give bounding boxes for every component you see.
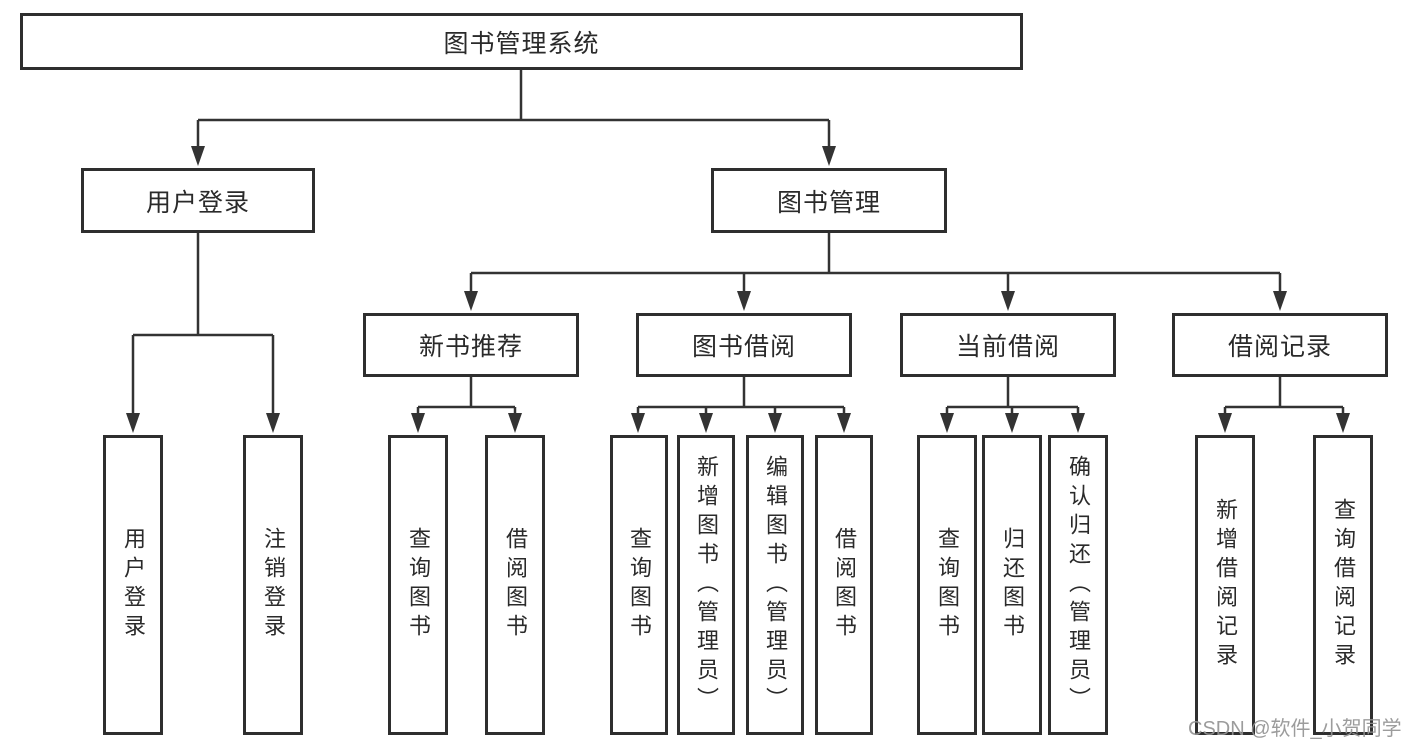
node-label: 查询图书 bbox=[935, 527, 960, 643]
node-user-login: 用户登录 bbox=[81, 168, 315, 233]
node-root-system: 图书管理系统 bbox=[20, 13, 1023, 70]
node-label: 用户登录 bbox=[145, 188, 250, 217]
leaf-query-books-borrow: 查询图书 bbox=[610, 435, 668, 735]
node-label: 确认归还（管理员） bbox=[1066, 454, 1091, 716]
leaf-return-books: 归还图书 bbox=[982, 435, 1042, 735]
node-label: 注销登录 bbox=[261, 527, 286, 643]
node-label: 查询借阅记录 bbox=[1331, 498, 1356, 672]
leaf-user-login: 用户登录 bbox=[103, 435, 163, 735]
connector-trunks bbox=[133, 70, 1343, 409]
node-label: 新增图书（管理员） bbox=[694, 454, 719, 716]
node-label: 新增借阅记录 bbox=[1213, 498, 1238, 672]
node-label: 编辑图书（管理员） bbox=[763, 454, 788, 716]
leaf-add-borrow-record: 新增借阅记录 bbox=[1195, 435, 1255, 735]
node-label: 借阅记录 bbox=[1227, 333, 1332, 361]
node-book-borrow: 图书借阅 bbox=[636, 313, 852, 377]
leaf-borrow-books: 借阅图书 bbox=[815, 435, 873, 735]
node-label: 新书推荐 bbox=[418, 333, 523, 361]
leaf-query-borrow-record: 查询借阅记录 bbox=[1313, 435, 1373, 735]
node-label: 归还图书 bbox=[1000, 527, 1025, 643]
node-label: 图书管理 bbox=[776, 188, 881, 217]
leaf-confirm-return-admin: 确认归还（管理员） bbox=[1048, 435, 1108, 735]
node-book-management: 图书管理 bbox=[711, 168, 947, 233]
node-label: 查询图书 bbox=[406, 527, 431, 643]
connector-arrows bbox=[126, 120, 1350, 433]
csdn-watermark: CSDN @软件_小贺同学 bbox=[1188, 718, 1402, 740]
leaf-borrow-books-recommend: 借阅图书 bbox=[485, 435, 545, 735]
node-label: 查询图书 bbox=[627, 527, 652, 643]
node-label: 图书管理系统 bbox=[443, 29, 600, 58]
node-new-book-recommend: 新书推荐 bbox=[363, 313, 579, 377]
node-label: 用户登录 bbox=[121, 527, 146, 643]
node-label: 借阅图书 bbox=[832, 527, 857, 643]
node-label: 借阅图书 bbox=[503, 527, 528, 643]
leaf-logout: 注销登录 bbox=[243, 435, 303, 735]
leaf-edit-books-admin: 编辑图书（管理员） bbox=[746, 435, 804, 735]
leaf-query-books-recommend: 查询图书 bbox=[388, 435, 448, 735]
node-borrow-record: 借阅记录 bbox=[1172, 313, 1388, 377]
node-label: 当前借阅 bbox=[955, 333, 1060, 361]
leaf-add-books-admin: 新增图书（管理员） bbox=[677, 435, 735, 735]
node-label: 图书借阅 bbox=[691, 333, 796, 361]
leaf-query-books-current: 查询图书 bbox=[917, 435, 977, 735]
node-current-borrow: 当前借阅 bbox=[900, 313, 1116, 377]
